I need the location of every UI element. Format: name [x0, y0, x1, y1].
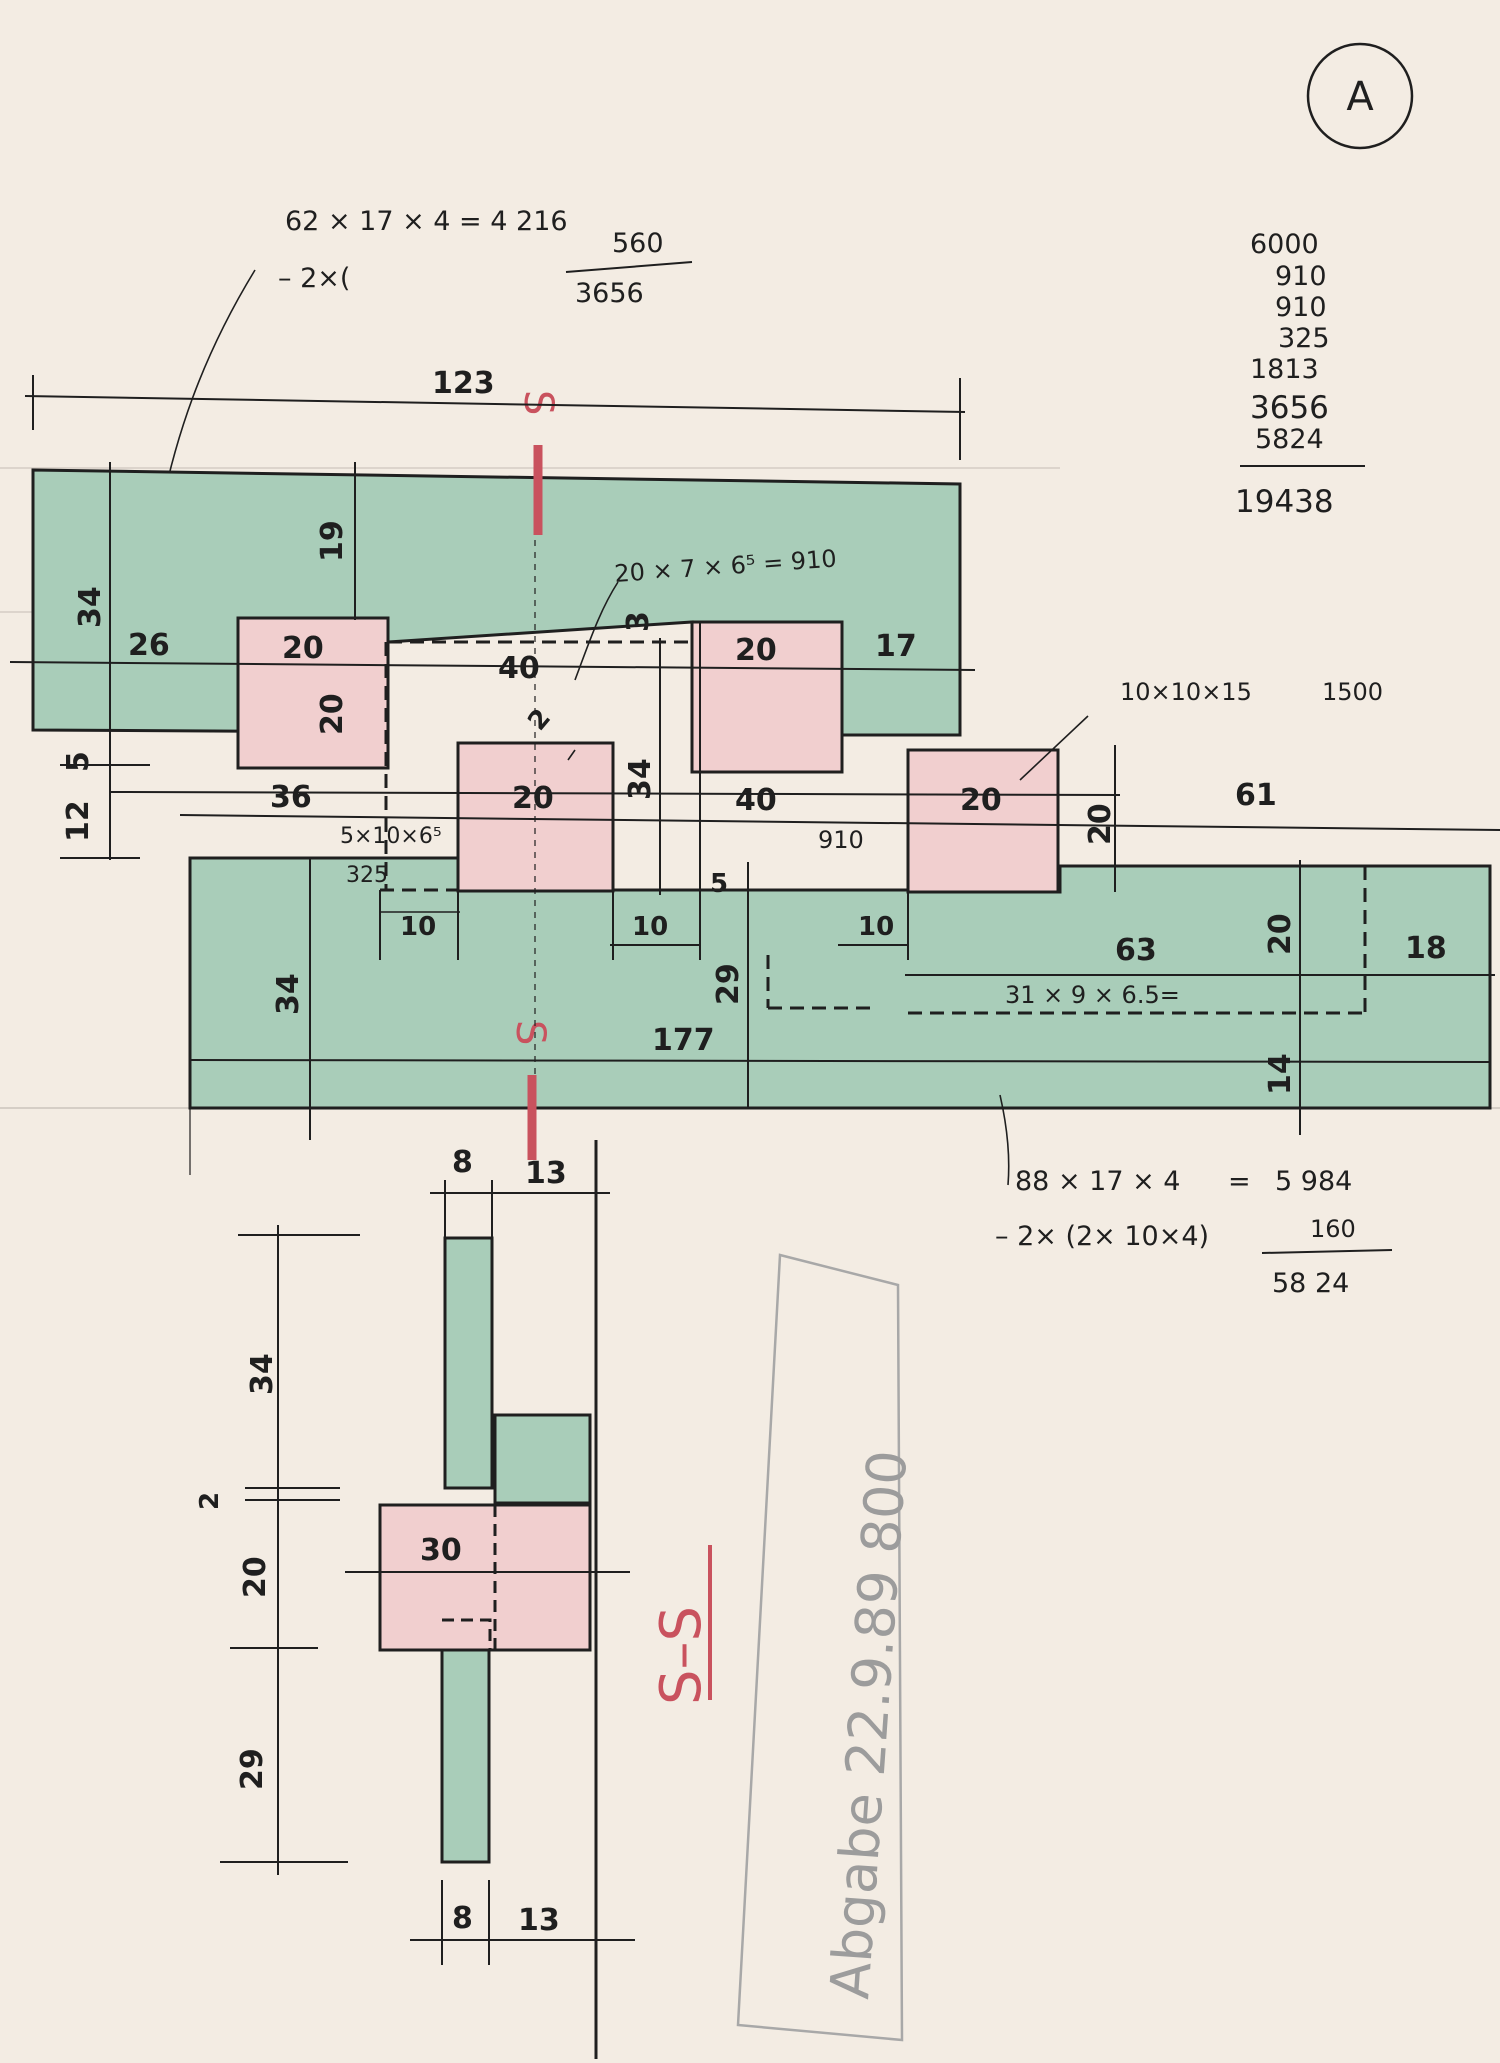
bottom-calc-result: 58 24 — [1272, 1268, 1349, 1299]
sum-item: 910 — [1275, 292, 1327, 323]
section-dim-2: 2 — [195, 1492, 225, 1510]
section-dim-8: 8 — [452, 1145, 473, 1180]
sum-item: 910 — [1275, 261, 1327, 292]
formula-b: 10×10×15 — [1120, 678, 1252, 706]
section-letter: S — [507, 1020, 553, 1045]
section-dim-20: 20 — [238, 1556, 273, 1598]
section-dim-29: 29 — [235, 1748, 270, 1790]
section-mark-bottom: S — [507, 1020, 553, 1160]
plan-dimension-lines — [9, 375, 1500, 1175]
sum-item: 6000 — [1250, 229, 1319, 260]
formula-d: 31 × 9 × 6.5= — [1005, 981, 1180, 1009]
dim-between: 40 — [498, 651, 540, 686]
section-dim-13: 13 — [518, 1903, 560, 1938]
section-opening — [378, 1503, 592, 1652]
dim-10: 10 — [858, 912, 894, 942]
dim-opening-mid: 20 — [512, 781, 554, 816]
top-calc-result: 3656 — [575, 278, 644, 309]
bottom-calc-line2: – 2× (2× 10×4) — [995, 1221, 1209, 1252]
dim-depth-above: 19 — [315, 520, 350, 562]
dim-gap-5: 5 — [61, 751, 96, 772]
dim-29: 29 — [711, 963, 746, 1005]
section-upper-wall — [443, 1236, 494, 1490]
top-calc-line1: 62 × 17 × 4 = 4 216 — [285, 206, 568, 237]
sheet-marker-label: A — [1346, 74, 1374, 120]
sum-item: 3656 — [1250, 390, 1329, 426]
section-dim-30: 30 — [420, 1533, 462, 1568]
dim-upper-height: 34 — [73, 586, 108, 628]
sum-column: 6000 910 910 325 1813 3656 5824 19438 — [1235, 229, 1365, 520]
dim-61: 61 — [1235, 778, 1277, 813]
dim-gap-2: 2 — [522, 703, 557, 736]
dim-step: 3 — [621, 611, 656, 632]
top-calculation: 62 × 17 × 4 = 4 216 – 2×( 560 3656 — [159, 206, 693, 516]
dim-right-end: 17 — [875, 629, 917, 664]
dim-63: 63 — [1115, 933, 1157, 968]
opening-upper-right — [690, 620, 844, 774]
dim-10: 10 — [400, 912, 436, 942]
dim-opening-height: 20 — [315, 693, 350, 735]
bottom-calc-eq: = — [1228, 1166, 1251, 1197]
top-calc-sub: 560 — [612, 228, 664, 259]
hidden-lines — [380, 640, 1367, 1015]
dim-5: 5 — [710, 869, 728, 899]
dim-40: 40 — [735, 783, 777, 818]
value-910: 910 — [818, 826, 864, 854]
section-dim-13: 13 — [525, 1156, 567, 1191]
bottom-calculation: 88 × 17 × 4 = 5 984 – 2× (2× 10×4) 160 5… — [995, 1166, 1393, 1299]
opening-upper-left — [236, 616, 390, 770]
value-325: 325 — [346, 863, 388, 888]
submission-stamp: Abgabe 22.9.89 800 — [736, 1253, 919, 2042]
dim-overall-bottom: 177 — [652, 1023, 715, 1058]
dim-34: 34 — [623, 758, 658, 800]
section-letter: S — [515, 390, 561, 415]
section-dimension-lines — [220, 1180, 635, 1965]
section-dimensions: 8 13 34 2 20 29 30 8 13 S–S — [195, 1145, 714, 1938]
bottom-calc-value: 5 984 — [1275, 1166, 1352, 1197]
stamp-text: Abgabe 22.9.89 800 — [818, 1448, 919, 2001]
dim-opening-width: 20 — [735, 633, 777, 668]
dim-10: 10 — [632, 912, 668, 942]
section-upper-step — [493, 1413, 592, 1505]
section-drawing — [378, 1140, 598, 2059]
dim-opening-right: 20 — [960, 783, 1002, 818]
sum-item: 1813 — [1250, 354, 1319, 385]
section-lower-wall — [440, 1648, 491, 1864]
dim-opening-width: 20 — [282, 631, 324, 666]
dim-left-pier: 26 — [128, 628, 170, 663]
sum-item: 325 — [1278, 323, 1330, 354]
top-calc-line2: – 2×( — [278, 263, 350, 294]
leader-lines — [567, 581, 1089, 1186]
section-dim-34: 34 — [245, 1353, 280, 1395]
dim-36: 36 — [270, 780, 312, 815]
dim-overall-top: 123 — [432, 366, 495, 401]
dim-lower-height: 34 — [271, 973, 306, 1015]
sum-total: 19438 — [1235, 484, 1334, 520]
formula-b-value: 1500 — [1322, 678, 1383, 706]
formula-c: 5×10×6⁵ — [340, 824, 442, 849]
section-dim-8: 8 — [452, 1901, 473, 1936]
plan-dimensions: 123 34 26 19 20 20 40 3 20 17 20 × 7 × 6… — [61, 366, 1447, 1095]
dim-14: 14 — [1263, 1053, 1298, 1095]
opening-right — [906, 748, 1060, 894]
sum-item: 5824 — [1255, 424, 1324, 455]
bottom-calc-sub: 160 — [1310, 1215, 1356, 1243]
sheet-marker: A — [1306, 42, 1414, 150]
dim-gap-12: 12 — [61, 800, 96, 842]
section-mark-top: S — [515, 390, 561, 535]
dim-20-right: 20 — [1263, 913, 1298, 955]
section-title: S–S — [649, 1606, 714, 1705]
bottom-calc-line1: 88 × 17 × 4 — [1015, 1166, 1180, 1197]
dim-18: 18 — [1405, 931, 1447, 966]
dim-20: 20 — [1083, 803, 1118, 845]
